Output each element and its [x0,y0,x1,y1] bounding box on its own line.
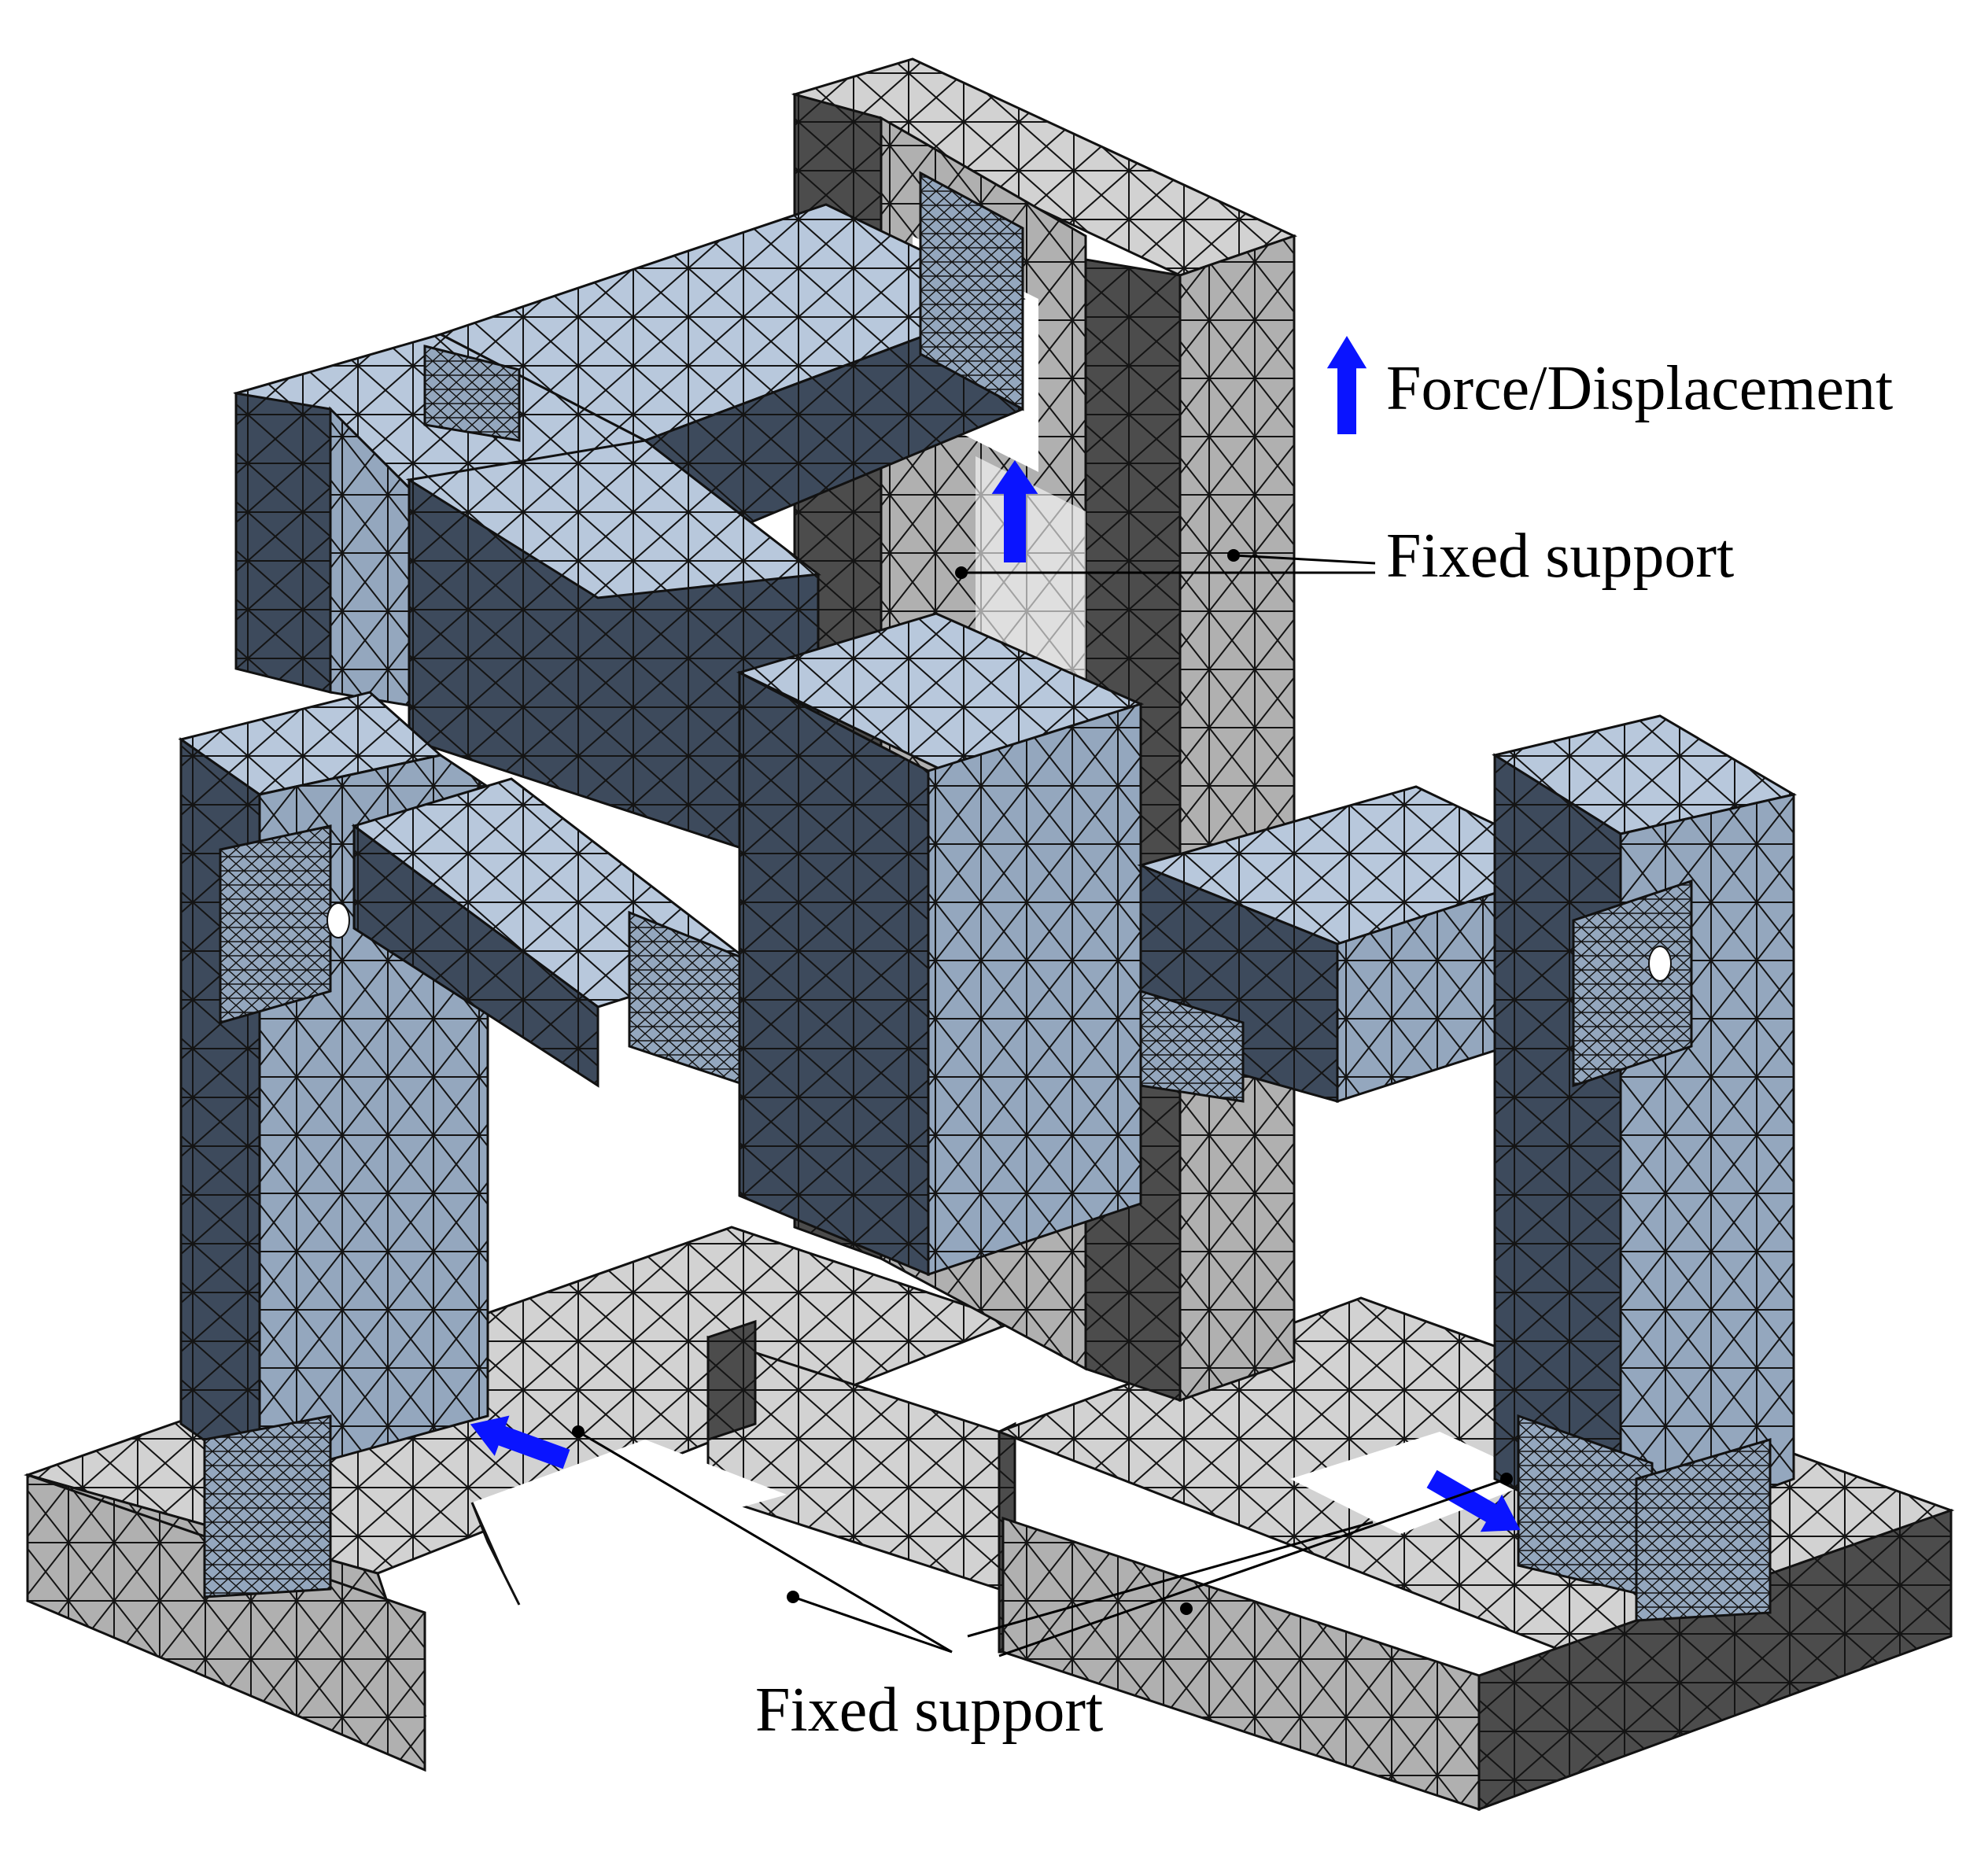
leader-dot-icon [787,1591,799,1603]
leader-line [967,1521,1374,1638]
leader-line [792,1595,953,1654]
leader-dot-icon [572,1425,585,1438]
force-arrows [470,336,1521,1532]
leader-line [577,1430,953,1654]
leader-lines [572,549,1513,1657]
upper-beam [233,171,1026,876]
leader-dot-icon [955,566,968,579]
center-block [736,612,1145,1277]
force-arrow-icon [1426,1469,1521,1532]
right-column [1492,714,1798,1622]
leader-dot-icon [1180,1602,1193,1615]
leader-line [998,1477,1507,1657]
force-arrow-icon [991,460,1038,562]
left-arm [351,777,751,1088]
label-fixed-support-bottom: Fixed support [755,1676,1103,1745]
force-arrow-icon [1326,336,1367,434]
label-fixed-support-top: Fixed support [1386,522,1734,591]
force-arrow-icon [470,1415,570,1469]
leader-dot-icon [1227,549,1240,562]
leader-dot-icon [1500,1473,1513,1485]
leader-line [1233,554,1376,565]
label-force-displacement: Force/Displacement [1386,354,1893,423]
